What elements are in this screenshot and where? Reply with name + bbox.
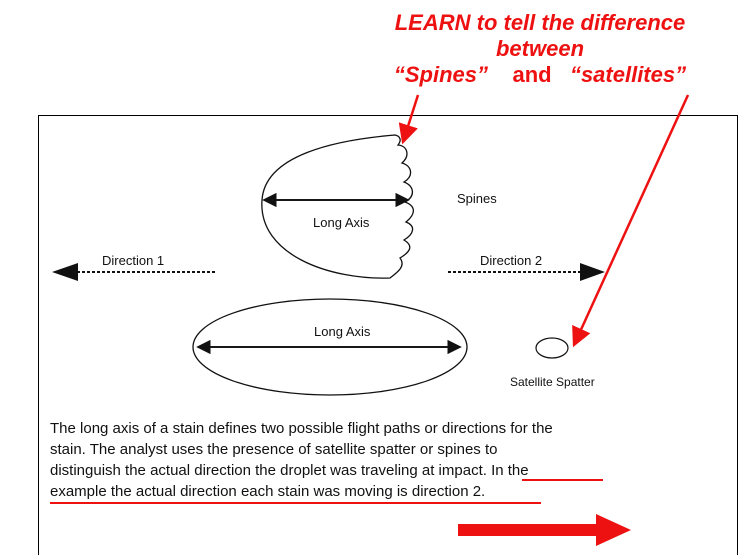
long-axis-top-label: Long Axis bbox=[313, 215, 370, 230]
satellite-spatter bbox=[535, 337, 569, 359]
spines-label: Spines bbox=[457, 191, 497, 206]
paragraph-line-2: stain. The analyst uses the presence of … bbox=[50, 441, 498, 458]
paragraph-line-4: example the actual direction each stain … bbox=[50, 483, 486, 500]
header-line-1: LEARN to tell the difference bbox=[394, 10, 686, 35]
explanation-paragraph: The long axis of a stain defines two pos… bbox=[50, 418, 660, 502]
header-line-2: between bbox=[495, 36, 585, 61]
direction-2-label: Direction 2 bbox=[480, 253, 543, 268]
document-frame bbox=[38, 115, 738, 555]
spined-stain-outline bbox=[261, 134, 415, 279]
header-line-3: “Spines” and “satellites” bbox=[340, 62, 740, 88]
spines-pointer-arrow bbox=[398, 94, 420, 145]
spines-word: “Spines” bbox=[393, 62, 489, 87]
elongated-stain-outline bbox=[192, 298, 468, 396]
header-title: LEARN to tell the difference between “Sp… bbox=[340, 10, 740, 88]
direction-2-arrowhead bbox=[580, 263, 605, 281]
paragraph-line-3: distinguish the actual direction the dro… bbox=[50, 462, 529, 479]
direction-1-label: Direction 1 bbox=[102, 253, 165, 268]
direction-1-arrowhead bbox=[52, 263, 78, 281]
direction-emphasis-arrowhead bbox=[596, 514, 631, 546]
satellite-spatter-label: Satellite Spatter bbox=[510, 375, 595, 389]
direction-emphasis-arrow-shaft bbox=[458, 524, 598, 536]
satellites-pointer-arrow bbox=[572, 94, 690, 348]
long-axis-bottom-label: Long Axis bbox=[314, 324, 371, 339]
satellites-word: “satellites” bbox=[569, 62, 687, 87]
paragraph-line-1: The long axis of a stain defines two pos… bbox=[50, 420, 553, 437]
and-word: and bbox=[512, 62, 552, 87]
